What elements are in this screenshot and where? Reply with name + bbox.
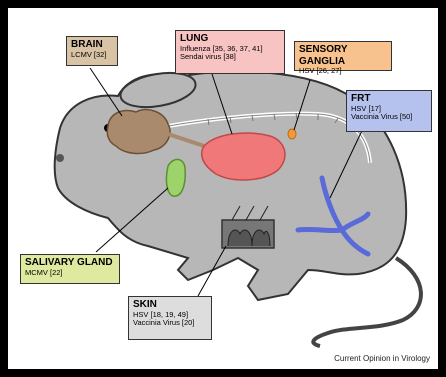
salivary-gland-line-1: MCMV [22] xyxy=(25,269,115,278)
brain-label: BRAIN LCMV [32] xyxy=(66,36,118,66)
salivary-gland-label: SALIVARY GLAND MCMV [22] xyxy=(20,254,120,284)
brain-organ xyxy=(107,110,170,154)
sensory-ganglia-line-1: HSV [26, 27] xyxy=(299,67,387,76)
salivary-gland-title: SALIVARY GLAND xyxy=(25,257,115,269)
sensory-ganglia-title: SENSORY GANGLIA xyxy=(299,44,387,67)
figure-caption: Current Opinion in Virology xyxy=(334,354,430,363)
figure-panel: BRAIN LCMV [32] LUNG Influenza [35, 36, … xyxy=(8,8,438,369)
brain-line-1: LCMV [32] xyxy=(71,51,113,60)
lung-line-2: Sendai virus [38] xyxy=(180,53,280,62)
frt-label: FRT HSV [17] Vaccinia Virus [50] xyxy=(346,90,432,132)
skin-title: SKIN xyxy=(133,299,207,311)
frt-title: FRT xyxy=(351,93,427,105)
brain-title: BRAIN xyxy=(71,39,113,51)
skin-label: SKIN HSV [18, 19, 49] Vaccinia Virus [20… xyxy=(128,296,212,340)
mouse-nose xyxy=(56,154,64,162)
salivary-gland-organ xyxy=(166,159,185,196)
skin-line-2: Vaccinia Virus [20] xyxy=(133,319,207,328)
frt-line-2: Vaccinia Virus [50] xyxy=(351,113,427,122)
lung-title: LUNG xyxy=(180,33,280,45)
lung-organ xyxy=(202,133,285,180)
sensory-ganglia-label: SENSORY GANGLIA HSV [26, 27] xyxy=(294,41,392,71)
lung-label: LUNG Influenza [35, 36, 37, 41] Sendai v… xyxy=(175,30,285,74)
sensory-ganglion xyxy=(288,129,296,139)
